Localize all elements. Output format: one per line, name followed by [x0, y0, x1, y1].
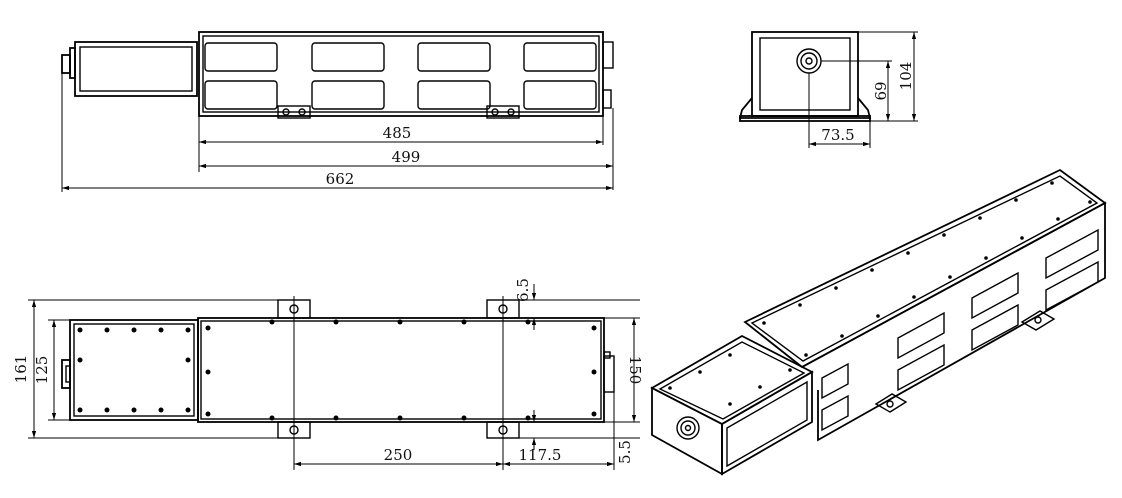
dim-125: 125	[33, 356, 51, 385]
dim-662: 662	[326, 170, 355, 188]
top-view: 161 125 150 6.5 5.5 250 117.5	[12, 278, 644, 470]
dim-485: 485	[383, 124, 412, 142]
dim-5-5: 5.5	[616, 440, 634, 464]
front-view: 485 499 662	[61, 31, 614, 192]
isometric-view	[650, 168, 1107, 476]
end-view: 69 104 73.5	[738, 31, 918, 148]
dim-150: 150	[626, 356, 644, 385]
dim-104: 104	[897, 62, 915, 91]
dim-6-5: 6.5	[514, 278, 532, 302]
dim-161: 161	[12, 355, 30, 384]
dim-69: 69	[872, 81, 890, 100]
dim-117-5: 117.5	[519, 446, 562, 464]
dim-73-5: 73.5	[821, 126, 854, 144]
dim-250: 250	[384, 446, 413, 464]
dim-499: 499	[392, 148, 421, 166]
